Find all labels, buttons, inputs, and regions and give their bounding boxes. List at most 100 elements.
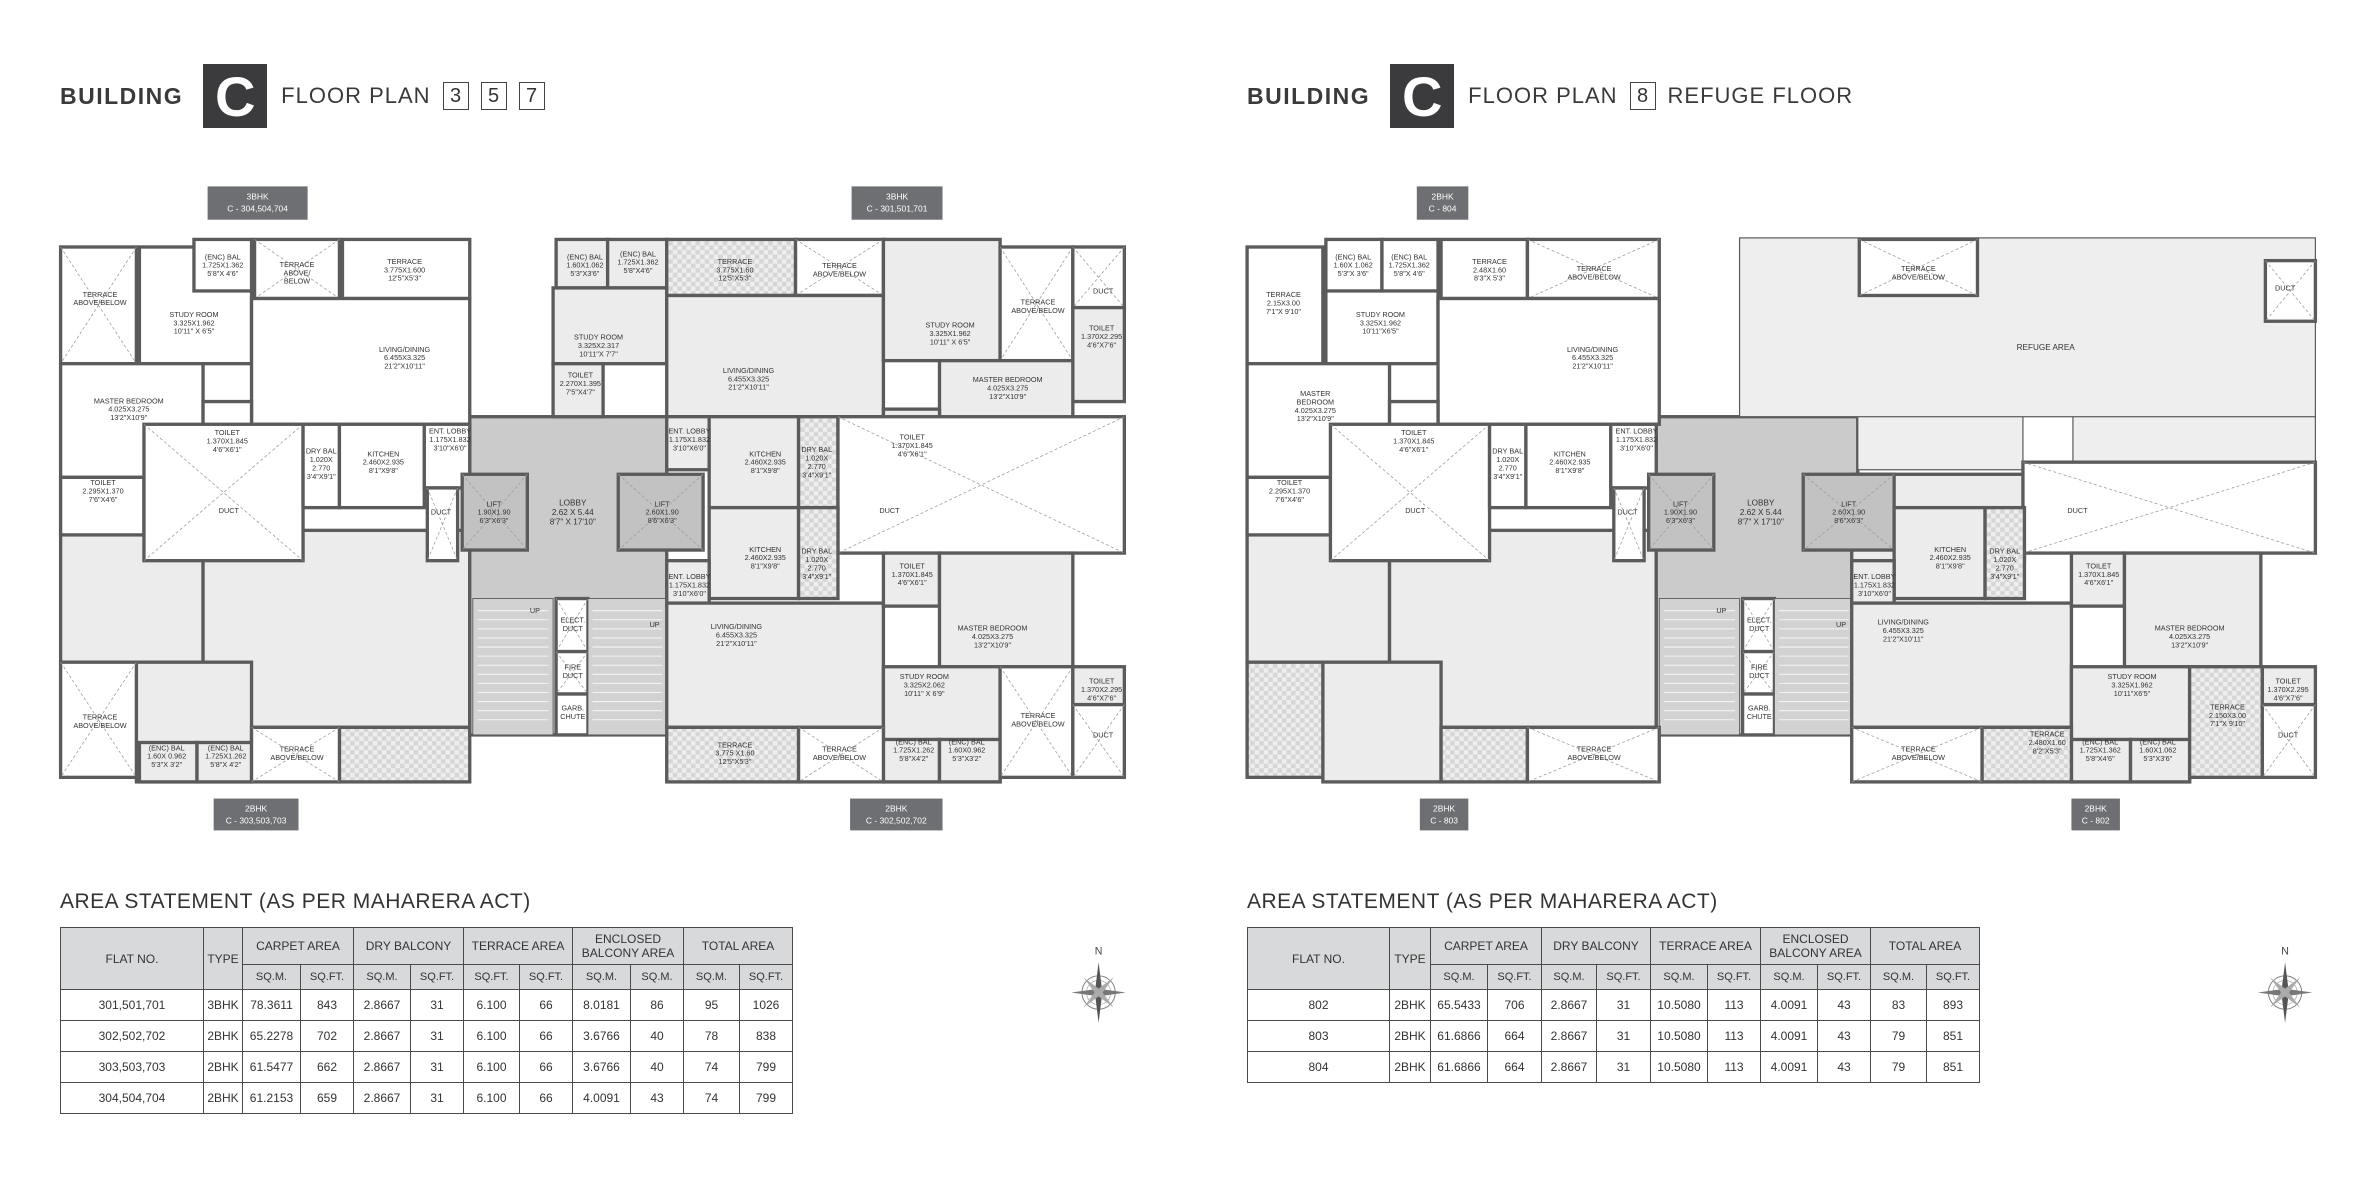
room-label-line: 3'4"X9'1" [307, 472, 336, 481]
unit-header: SQ.M. [572, 964, 632, 990]
room-label-line: 12'5"X5'3" [718, 757, 751, 766]
room-label-line: 7'1"X 9'10" [1266, 307, 1301, 316]
table-cell: 851 [1926, 1020, 1981, 1052]
room-label-line: 2.150X3.00 [2209, 711, 2246, 720]
cross-hatch-line [1742, 651, 1775, 695]
table-cell: 10.5080 [1650, 989, 1708, 1021]
room-label-line: ELECT. [560, 616, 585, 625]
room-label-line: 3.325X1.962 [2111, 680, 2152, 689]
cross-hatch-line [426, 487, 458, 561]
dry-bal-room [796, 415, 840, 510]
table-cell: 6.100 [463, 989, 520, 1021]
room-label-line: 3'4"X9'1" [802, 572, 831, 581]
building-label: BUILDING [1247, 82, 1371, 109]
area-group-header: TOTAL AREA [1870, 927, 1981, 965]
room-label-line: TOILET [215, 428, 241, 437]
enc-bal-room [1324, 237, 1384, 293]
unit-header: SQ.FT. [410, 964, 464, 990]
toilet-room [2260, 665, 2318, 707]
cross-hatch-line [795, 239, 884, 296]
table-cell: 113 [1706, 1020, 1762, 1052]
room-label-line: FIRE [565, 663, 582, 672]
room-label-line: 3.775X1.60 [716, 265, 753, 274]
room-label-line: 1.60X0.962 [948, 746, 985, 755]
area-group-header: TERRACE AREA [1649, 927, 1762, 965]
room-label-line: 3'4"X9'1" [1493, 472, 1522, 481]
table-cell: 43 [1817, 1020, 1872, 1052]
room-label-line: 7'1"X 9'10" [2210, 719, 2245, 728]
room-label-line: 13'2"X10'9" [2171, 640, 2208, 649]
floor-area [1321, 660, 1443, 784]
room-label-line: KITCHEN [367, 449, 399, 458]
up-room [1658, 598, 1741, 736]
room-label-line: (ENC) BAL [205, 252, 241, 261]
table-cell: 31 [1596, 1051, 1651, 1083]
room-label-line: 1.370X1.845 [1393, 436, 1434, 445]
table-cell: 66 [518, 1051, 574, 1083]
table-cell: 2BHK [203, 1020, 243, 1052]
area-group-header: TERRACE AREA [462, 927, 574, 965]
study-room-room [881, 237, 1002, 363]
table-cell: 3.6766 [572, 1020, 632, 1052]
floor-number-box: 8 [1629, 82, 1656, 110]
table-cell: 2.8667 [1541, 1020, 1597, 1052]
table-cell: 659 [300, 1082, 354, 1114]
room-label-line: 2.770 [1996, 563, 2014, 572]
building-label: BUILDING [60, 82, 184, 109]
compass-north-label: N [2281, 946, 2289, 958]
table-cell: 43 [630, 1082, 685, 1114]
building-letter-badge: C [203, 64, 268, 128]
room-label-line: 1.90X1.90 [1664, 508, 1697, 517]
room-label-line: 1.725X1.262 [205, 752, 246, 761]
cross-hatch-line [60, 661, 137, 778]
room-label-line: TOILET [900, 561, 926, 570]
room-label-line: MASTER BEDROOM [2155, 624, 2225, 633]
table-cell: 31 [410, 1020, 464, 1052]
room-label-line: ABOVE/BELOW [813, 269, 866, 278]
table-cell: 31 [410, 989, 464, 1021]
dry-bal-room [1983, 505, 2027, 601]
room-label-line: 6.455X3.325 [728, 374, 769, 383]
room-label-line: LOBBY [1747, 499, 1775, 508]
unit-type: 2BHK [1432, 191, 1454, 201]
living-dining-room [665, 293, 886, 419]
table-cell: 702 [300, 1020, 354, 1052]
up-label: UP [1716, 606, 1726, 615]
duct-label: DUCT [879, 506, 900, 515]
cross-hatch-line [251, 727, 340, 783]
room-label-line: 2.770 [312, 463, 330, 472]
room-label-line: 5'3"X3'6" [570, 269, 599, 278]
unit-flat-numbers: C - 302,502,702 [866, 816, 927, 826]
room-label-line: 8'2"X5'3" [2033, 746, 2062, 755]
room-label-line: GARB. [561, 704, 584, 713]
table-cell: 65.2278 [242, 1020, 301, 1052]
room-label-line: 5'8"X4'2" [899, 754, 928, 763]
room-label-line: ABOVE/BELOW [270, 753, 323, 762]
room-label-line: 3.775X1.600 [384, 265, 425, 274]
table-cell: 61.5477 [242, 1051, 301, 1083]
table-cell: 61.2153 [242, 1082, 301, 1114]
room-label-line: 6.455X3.325 [384, 353, 425, 362]
room-label-line: TOILET [1089, 677, 1115, 686]
floor-area [337, 725, 472, 784]
toilet-room [1071, 665, 1127, 707]
